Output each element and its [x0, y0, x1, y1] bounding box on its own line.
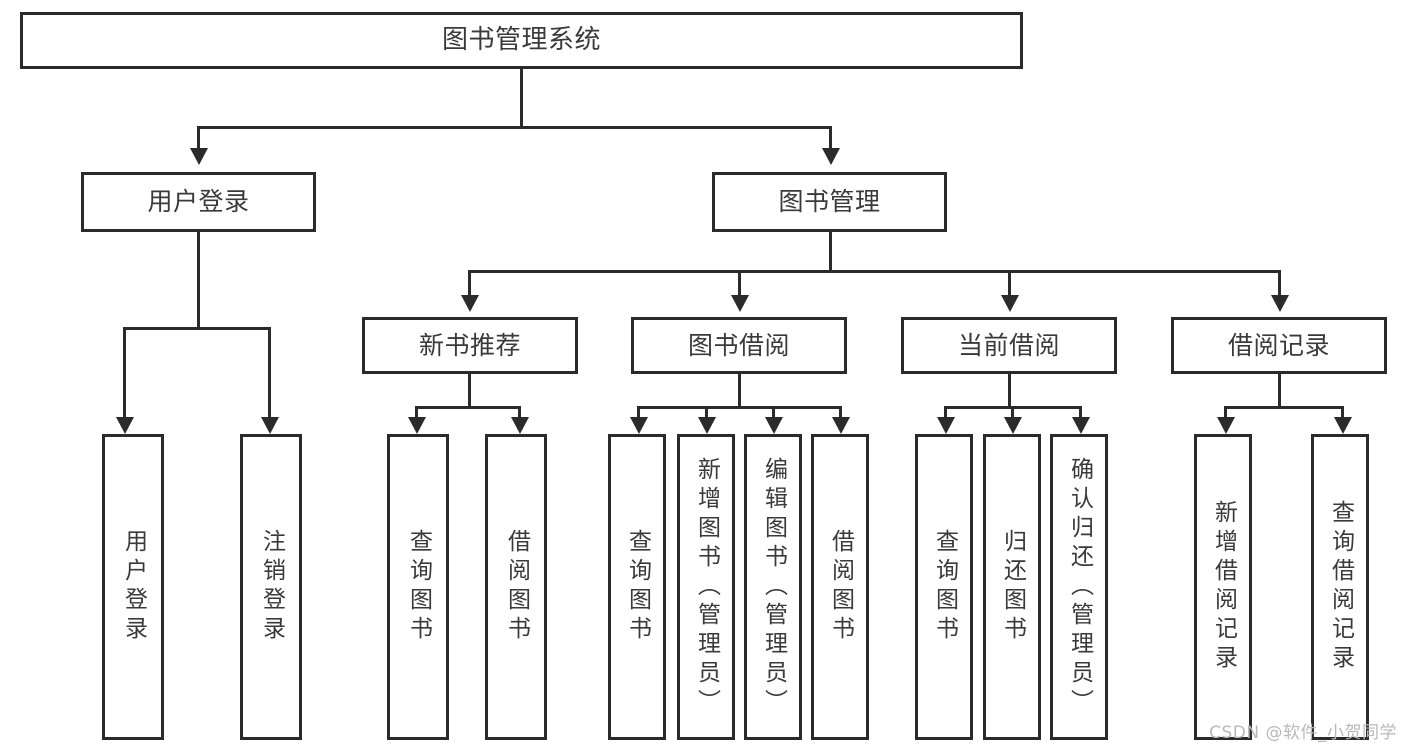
connector-user-login-bus	[123, 327, 271, 330]
node-label: 用户登录	[120, 529, 147, 645]
node-label: 借阅图书	[827, 529, 854, 645]
node-label: 确认归还（管理员）	[1066, 456, 1093, 718]
connector-bm-branch-4	[1278, 270, 1281, 295]
arrow-bm-to-book-borrow	[731, 295, 749, 312]
leaf-query-borrow-record[interactable]: 查询借阅记录	[1311, 434, 1369, 740]
leaf-query-book-cb[interactable]: 查询图书	[915, 434, 973, 740]
connector-bb-branch-4	[839, 406, 842, 417]
connector-br-bus	[1224, 406, 1344, 409]
node-label: 借阅图书	[503, 529, 530, 645]
arrow-br-leaf-2	[1334, 417, 1352, 434]
leaf-confirm-return-admin[interactable]: 确认归还（管理员）	[1050, 434, 1108, 740]
node-new-book-recommend[interactable]: 新书推荐	[362, 317, 578, 374]
connector-br-drop	[1278, 374, 1281, 406]
connector-root-drop	[520, 69, 523, 126]
node-current-borrow[interactable]: 当前借阅	[901, 317, 1117, 374]
arrow-user-login-leaf-2	[261, 417, 279, 434]
csdn-watermark: CSDN @软件_小贺同学	[1209, 723, 1397, 743]
connector-cb-branch-1	[944, 406, 947, 417]
connector-bb-bus	[637, 406, 842, 409]
node-label: 图书管理系统	[441, 25, 601, 56]
connector-root-bus	[197, 126, 831, 129]
node-label: 查询图书	[405, 529, 432, 645]
node-label: 借阅记录	[1227, 330, 1330, 360]
arrow-bb-leaf-1	[630, 417, 648, 434]
arrow-bb-leaf-3	[765, 417, 783, 434]
connector-br-branch-2	[1341, 406, 1344, 417]
connector-cb-drop	[1008, 374, 1011, 406]
node-label: 查询图书	[624, 529, 651, 645]
leaf-user-login[interactable]: 用户登录	[102, 434, 164, 740]
arrow-nbr-leaf-2	[511, 417, 529, 434]
leaf-borrow-book-nbr[interactable]: 借阅图书	[485, 434, 547, 740]
arrow-bb-leaf-2	[698, 417, 716, 434]
connector-bb-branch-2	[705, 406, 708, 417]
connector-root-to-book-management	[829, 126, 832, 148]
connector-user-login-branch-2	[268, 327, 271, 417]
connector-nbr-bus	[415, 406, 521, 409]
leaf-query-book-bb[interactable]: 查询图书	[608, 434, 666, 740]
arrow-root-to-user-login	[190, 148, 208, 165]
connector-root-to-user-login	[197, 126, 200, 148]
connector-bm-branch-1	[468, 270, 471, 295]
node-label: 用户登录	[147, 187, 250, 217]
connector-nbr-drop	[468, 374, 471, 406]
node-label: 归还图书	[999, 529, 1026, 645]
arrow-nbr-leaf-1	[408, 417, 426, 434]
arrow-br-leaf-1	[1217, 417, 1235, 434]
connector-nbr-branch-1	[415, 406, 418, 417]
node-label: 新增图书（管理员）	[693, 456, 720, 718]
arrow-bm-to-new-book-recommend	[461, 295, 479, 312]
connector-br-branch-1	[1224, 406, 1227, 417]
node-label: 编辑图书（管理员）	[760, 456, 787, 718]
connector-bb-drop	[738, 374, 741, 406]
arrow-cb-leaf-2	[1004, 417, 1022, 434]
connector-user-login-drop	[197, 232, 200, 327]
node-label: 图书借阅	[687, 330, 790, 360]
connector-bb-branch-3	[772, 406, 775, 417]
leaf-logout[interactable]: 注销登录	[240, 434, 302, 740]
node-book-management[interactable]: 图书管理	[712, 172, 947, 232]
node-root-book-management-system[interactable]: 图书管理系统	[20, 12, 1023, 69]
arrow-cb-leaf-1	[937, 417, 955, 434]
node-label: 查询图书	[931, 529, 958, 645]
node-label: 新书推荐	[418, 330, 521, 360]
arrow-cb-leaf-3	[1072, 417, 1090, 434]
node-book-borrow[interactable]: 图书借阅	[631, 317, 847, 374]
leaf-query-book-nbr[interactable]: 查询图书	[387, 434, 449, 740]
arrow-root-to-book-management	[822, 148, 840, 165]
leaf-edit-book-admin[interactable]: 编辑图书（管理员）	[744, 434, 802, 740]
connector-book-management-drop	[829, 232, 832, 270]
connector-nbr-branch-2	[518, 406, 521, 417]
node-user-login[interactable]: 用户登录	[81, 172, 316, 232]
node-label: 注销登录	[258, 529, 285, 645]
connector-book-management-bus	[468, 270, 1280, 273]
node-label: 图书管理	[778, 187, 881, 217]
arrow-bm-to-current-borrow	[1001, 295, 1019, 312]
leaf-return-book[interactable]: 归还图书	[983, 434, 1041, 740]
connector-bm-branch-3	[1008, 270, 1011, 295]
node-label: 查询借阅记录	[1327, 500, 1354, 674]
connector-cb-branch-3	[1079, 406, 1082, 417]
arrow-bb-leaf-4	[832, 417, 850, 434]
connector-bm-branch-2	[738, 270, 741, 295]
node-label: 新增借阅记录	[1210, 500, 1237, 674]
connector-cb-branch-2	[1011, 406, 1014, 417]
leaf-add-borrow-record[interactable]: 新增借阅记录	[1194, 434, 1252, 740]
leaf-add-book-admin[interactable]: 新增图书（管理员）	[677, 434, 735, 740]
connector-user-login-branch-1	[123, 327, 126, 417]
leaf-borrow-book-bb[interactable]: 借阅图书	[811, 434, 869, 740]
arrow-bm-to-borrow-record	[1271, 295, 1289, 312]
arrow-user-login-leaf-1	[116, 417, 134, 434]
node-label: 当前借阅	[957, 330, 1060, 360]
connector-bb-branch-1	[637, 406, 640, 417]
node-borrow-record[interactable]: 借阅记录	[1171, 317, 1387, 374]
